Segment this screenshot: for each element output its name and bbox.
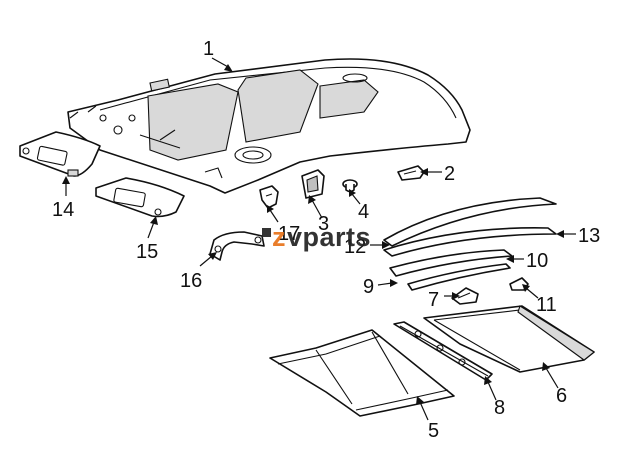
watermark-logo: z vparts xyxy=(262,222,371,252)
guide-rail-part-8 xyxy=(393,321,493,381)
callout-3: 3 xyxy=(318,213,329,235)
seal-strip-part-9 xyxy=(407,263,511,291)
clip-part-17 xyxy=(259,185,279,209)
seal-strip-part-10 xyxy=(389,249,513,277)
callout-7: 7 xyxy=(428,289,439,311)
callout-9: 9 xyxy=(363,276,374,298)
watermark-prefix: z xyxy=(272,222,286,252)
headliner-part xyxy=(67,58,471,194)
callout-8: 8 xyxy=(494,397,505,419)
callout-4: 4 xyxy=(358,201,369,223)
callout-17: 17 xyxy=(278,223,300,245)
watermark-brand: vparts xyxy=(287,222,371,252)
callout-14: 14 xyxy=(52,199,74,221)
callout-6: 6 xyxy=(556,385,567,407)
callout-2: 2 xyxy=(444,163,455,185)
callout-12: 12 xyxy=(344,236,366,258)
bracket-part-7 xyxy=(451,287,479,305)
callout-11: 11 xyxy=(536,294,557,316)
grab-handle-part xyxy=(209,231,265,261)
sun-visor-right-part xyxy=(95,177,185,218)
cover-part-3 xyxy=(301,169,325,199)
callout-13: 13 xyxy=(578,225,600,247)
callout-15: 15 xyxy=(136,241,158,263)
leader-lines xyxy=(62,57,576,421)
sunshade-panel-part xyxy=(423,305,595,373)
callout-labels: 1 2 3 4 5 6 7 8 9 10 11 12 13 14 15 16 1… xyxy=(52,38,600,442)
callout-1: 1 xyxy=(203,38,214,60)
roof-rail-part-12 xyxy=(383,197,557,247)
trim-panel-part xyxy=(269,329,455,417)
bracket-part-2 xyxy=(397,165,425,181)
sun-visor-left-part xyxy=(19,131,101,177)
callout-10: 10 xyxy=(526,250,548,272)
callout-16: 16 xyxy=(180,270,202,292)
callout-5: 5 xyxy=(428,420,439,442)
